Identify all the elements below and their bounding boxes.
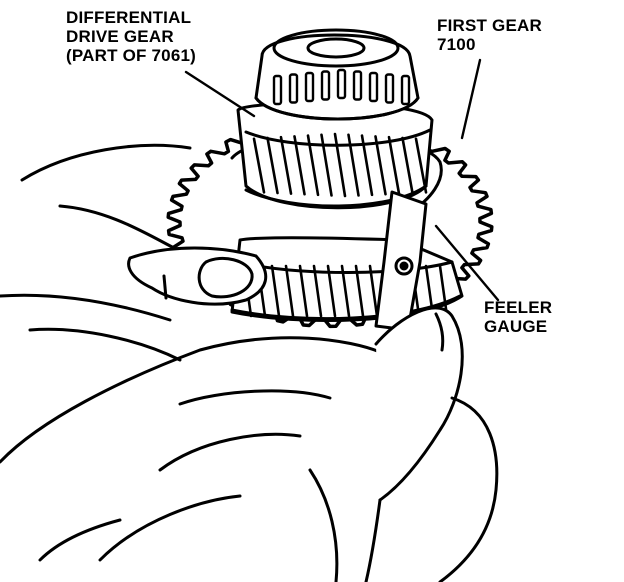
leader-differential-drive-gear <box>184 70 256 118</box>
leader-first-gear <box>460 58 482 140</box>
lower-gear-tooth <box>298 264 309 318</box>
first-gear-label-line1: FIRST GEAR <box>437 16 542 35</box>
differential-drive-gear-label-line3: (PART OF 7061) <box>66 46 197 65</box>
feeler-gauge-label-line1: FEELER <box>484 298 553 317</box>
helical-tooth <box>252 137 266 194</box>
bearing-cage <box>254 28 420 121</box>
leader-feeler-gauge <box>434 224 500 302</box>
bearing-cage-slot <box>336 68 347 100</box>
lower-gear-tooth <box>354 264 365 318</box>
lower-gear-tooth <box>438 264 449 318</box>
lower-gear-tooth <box>340 264 351 318</box>
first-gear-label: FIRST GEAR 7100 <box>437 16 542 54</box>
right-hand <box>0 306 499 582</box>
bearing-cage-slot <box>320 70 331 101</box>
bearing-cage-slot <box>288 73 299 104</box>
lower-gear-tooth <box>368 264 379 318</box>
bearing-cage-slot <box>368 71 379 103</box>
lower-gear-tooth <box>270 264 281 318</box>
helical-tooth <box>387 135 401 195</box>
bearing-cage-slot <box>272 74 283 106</box>
helical-tooth <box>374 135 387 196</box>
bearing-cage-slot <box>384 73 395 104</box>
feeler-gauge-label-line2: GAUGE <box>484 317 548 336</box>
bearing-cage-slot <box>304 71 315 103</box>
lower-gear-tooth <box>326 264 337 318</box>
bearing-cage-slot <box>400 74 411 106</box>
helical-tooth <box>414 137 428 194</box>
feeler-gauge-label: FEELER GAUGE <box>484 298 552 336</box>
differential-drive-gear-label-line1: DIFFERENTIAL <box>66 8 192 27</box>
differential-drive-gear <box>236 101 434 210</box>
differential-drive-gear-label-line2: DRIVE GEAR <box>66 27 174 46</box>
helical-tooth <box>279 135 293 195</box>
helical-tooth <box>266 136 279 195</box>
lower-gear-tooth <box>312 264 323 318</box>
lower-gear-tooth <box>284 264 295 318</box>
helical-tooth <box>293 135 306 196</box>
bearing-cage-slot <box>352 70 363 101</box>
first-gear-label-line2: 7100 <box>437 35 476 54</box>
helical-tooth <box>401 136 414 195</box>
left-hand <box>0 143 268 362</box>
differential-drive-gear-label: DIFFERENTIAL DRIVE GEAR (PART OF 7061) <box>66 8 196 65</box>
bearing-cage-slots <box>272 68 411 106</box>
